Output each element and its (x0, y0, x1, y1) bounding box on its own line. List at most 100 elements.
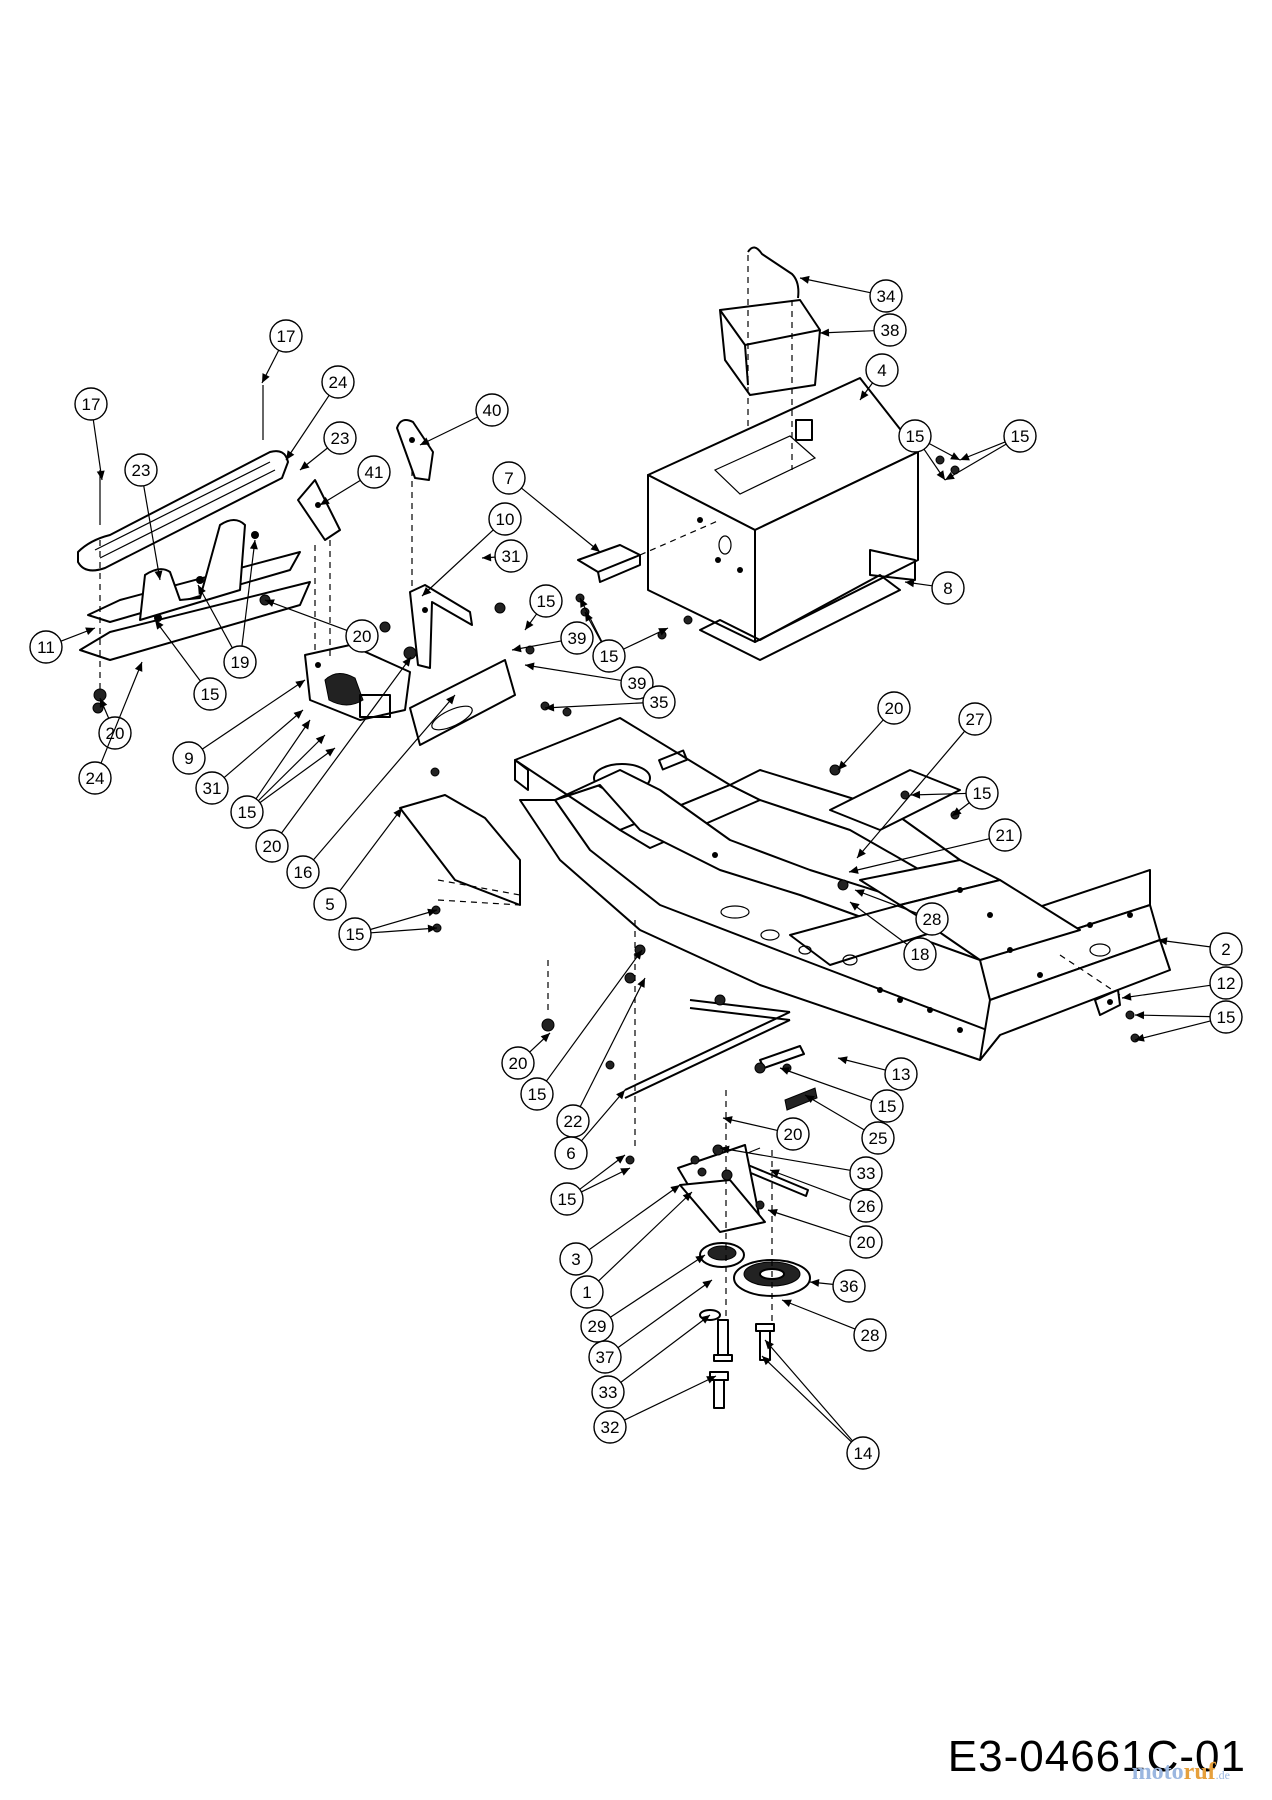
callout-arrowhead (855, 889, 865, 897)
callout-arrowhead (723, 1116, 733, 1124)
callout: 15 (898, 419, 961, 481)
callout-arrowhead (540, 1033, 550, 1043)
callout-label: 31 (203, 779, 222, 798)
callout-leader (544, 702, 644, 709)
callout-circle (903, 937, 937, 971)
callout-circle (620, 666, 654, 700)
main-frame (514, 717, 1171, 1061)
callout: 31 (481, 539, 528, 573)
callout-leader (761, 1355, 852, 1443)
callout: 15 (154, 619, 227, 711)
callout-arrowhead (320, 496, 330, 505)
callout-arrowhead (950, 452, 960, 460)
callout-label: 24 (86, 769, 105, 788)
callout-leader (259, 747, 336, 804)
battery-tray-plate (577, 519, 721, 583)
callout-circle (849, 1156, 883, 1190)
callout: 40 (419, 393, 509, 446)
callout-circle (1209, 1000, 1243, 1034)
callout-leader (819, 330, 875, 334)
callout-circle (931, 571, 965, 605)
callout-label: 4 (877, 361, 886, 380)
drawing-code: E3-04661C-01 (947, 1732, 1246, 1781)
callout: 33 (719, 1145, 883, 1190)
callout: 15 (579, 597, 669, 673)
callout-leader (521, 487, 601, 553)
callout-circle (591, 1375, 625, 1409)
callout-label: 33 (599, 1383, 618, 1402)
callout-label: 35 (650, 693, 669, 712)
callout-label: 32 (601, 1418, 620, 1437)
callout-circle (554, 1136, 588, 1170)
callout-leader (370, 909, 438, 931)
callout-label: 17 (82, 395, 101, 414)
callout-leader (617, 1279, 713, 1349)
callout: 7 (492, 461, 601, 553)
callout: 38 (819, 313, 907, 347)
callout-circle (988, 818, 1022, 852)
callout-arrowhead (695, 1255, 705, 1264)
callout-arrowhead (85, 627, 95, 635)
callout-arrowhead (325, 748, 335, 757)
callout: 15 (550, 1154, 631, 1216)
callout: 28 (854, 889, 949, 936)
callout-arrowhead (295, 680, 305, 689)
callout: 20 (98, 697, 132, 750)
callout-label: 2 (1221, 940, 1230, 959)
callout-leader (1134, 1014, 1211, 1018)
callout-label: 38 (881, 321, 900, 340)
callout: 15 (910, 776, 999, 817)
callout-label: 37 (596, 1348, 615, 1367)
callout: 23 (124, 453, 163, 581)
callout-arrowhead (585, 612, 593, 622)
callout-label: 15 (537, 592, 556, 611)
callout-label: 20 (784, 1125, 803, 1144)
callout-arrowhead (420, 437, 430, 445)
callout-label: 11 (37, 638, 55, 657)
callout: 15 (338, 908, 438, 951)
callout-label: 22 (564, 1112, 583, 1131)
callout-arrowhead (512, 644, 522, 653)
callout: 32 (593, 1375, 717, 1444)
part-drawings (77, 246, 1171, 1409)
callout-leader (370, 927, 438, 934)
callout: 20 (264, 599, 379, 653)
callout: 15 (230, 719, 336, 829)
callout-circle (965, 776, 999, 810)
callout-label: 1 (582, 1283, 591, 1302)
callout-circle (776, 1117, 810, 1151)
callout-circle (475, 393, 509, 427)
callout-circle (357, 455, 391, 489)
callout-circle (870, 1089, 904, 1123)
callout: 24 (78, 661, 143, 795)
callout-label: 17 (277, 327, 296, 346)
callout-arrowhead (615, 1155, 625, 1164)
callout-leader (264, 599, 348, 631)
callout: 5 (313, 807, 403, 921)
callout-circle (98, 716, 132, 750)
callout-leader (799, 277, 871, 294)
callout-label: 39 (628, 674, 647, 693)
callout-circle (559, 1242, 593, 1276)
callout-arrowhead (427, 908, 437, 917)
callout: 16 (286, 694, 456, 889)
callout-arrowhead (315, 735, 325, 745)
callout-arrowhead (293, 710, 303, 719)
seat-rail (409, 659, 516, 746)
callout-leader (624, 1375, 717, 1421)
callout-leader (581, 1167, 631, 1193)
callout-leader (579, 1154, 626, 1190)
callout-leader (197, 584, 233, 649)
callout-label: 9 (184, 749, 193, 768)
callout-arrowhead (782, 1299, 792, 1308)
callout-arrowhead (810, 1278, 820, 1287)
callout: 15 (1134, 1000, 1243, 1042)
callout-leader (910, 792, 967, 796)
callout: 20 (255, 656, 412, 863)
callout-circle (1209, 966, 1243, 1000)
callout-circle (520, 1077, 554, 1111)
callout-arrowhead (658, 628, 668, 636)
callout-leader (944, 443, 1007, 481)
callout-label: 31 (502, 547, 521, 566)
